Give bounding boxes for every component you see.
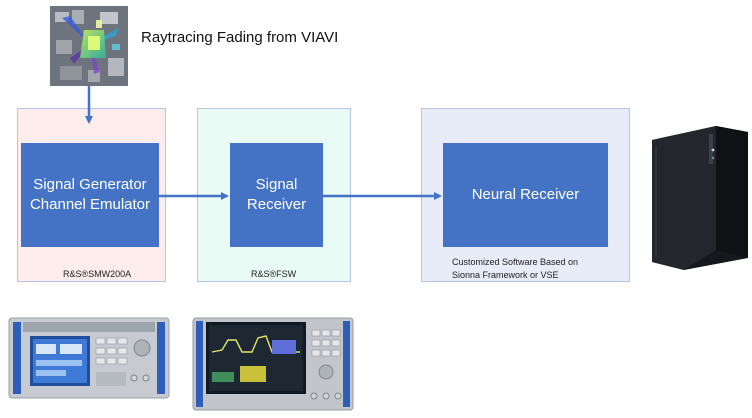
signal-receiver-block: Signal Receiver <box>230 143 323 247</box>
flow-arrows <box>85 86 442 200</box>
fsw-caption: R&S®FSW <box>251 269 297 279</box>
signal-receiver-label-line2: Receiver <box>246 196 307 213</box>
tower-server-image <box>652 126 748 270</box>
signal-generator-block: Signal Generator Channel Emulator <box>21 143 159 247</box>
signal-receiver-label-line1: Signal <box>255 176 298 193</box>
spectrum-analyzer-instrument-image <box>192 317 354 411</box>
software-caption-line2: Sionna Framework or VSE <box>452 270 559 280</box>
neural-receiver-label: Neural Receiver <box>471 186 580 203</box>
smw200a-caption: R&S®SMW200A <box>63 269 132 279</box>
raytracing-scene-image <box>50 6 128 86</box>
neural-receiver-block: Neural Receiver <box>443 143 608 247</box>
raytracing-title: Raytracing Fading from VIAVI <box>141 29 339 46</box>
software-caption-line1: Customized Software Based on <box>452 257 579 267</box>
signal-generator-instrument-image <box>8 317 170 399</box>
software-caption: Customized Software Based on Sionna Fram… <box>452 256 622 282</box>
signal-generator-label-line1: Signal Generator <box>33 176 147 193</box>
signal-generator-label-line2: Channel Emulator <box>29 196 151 213</box>
